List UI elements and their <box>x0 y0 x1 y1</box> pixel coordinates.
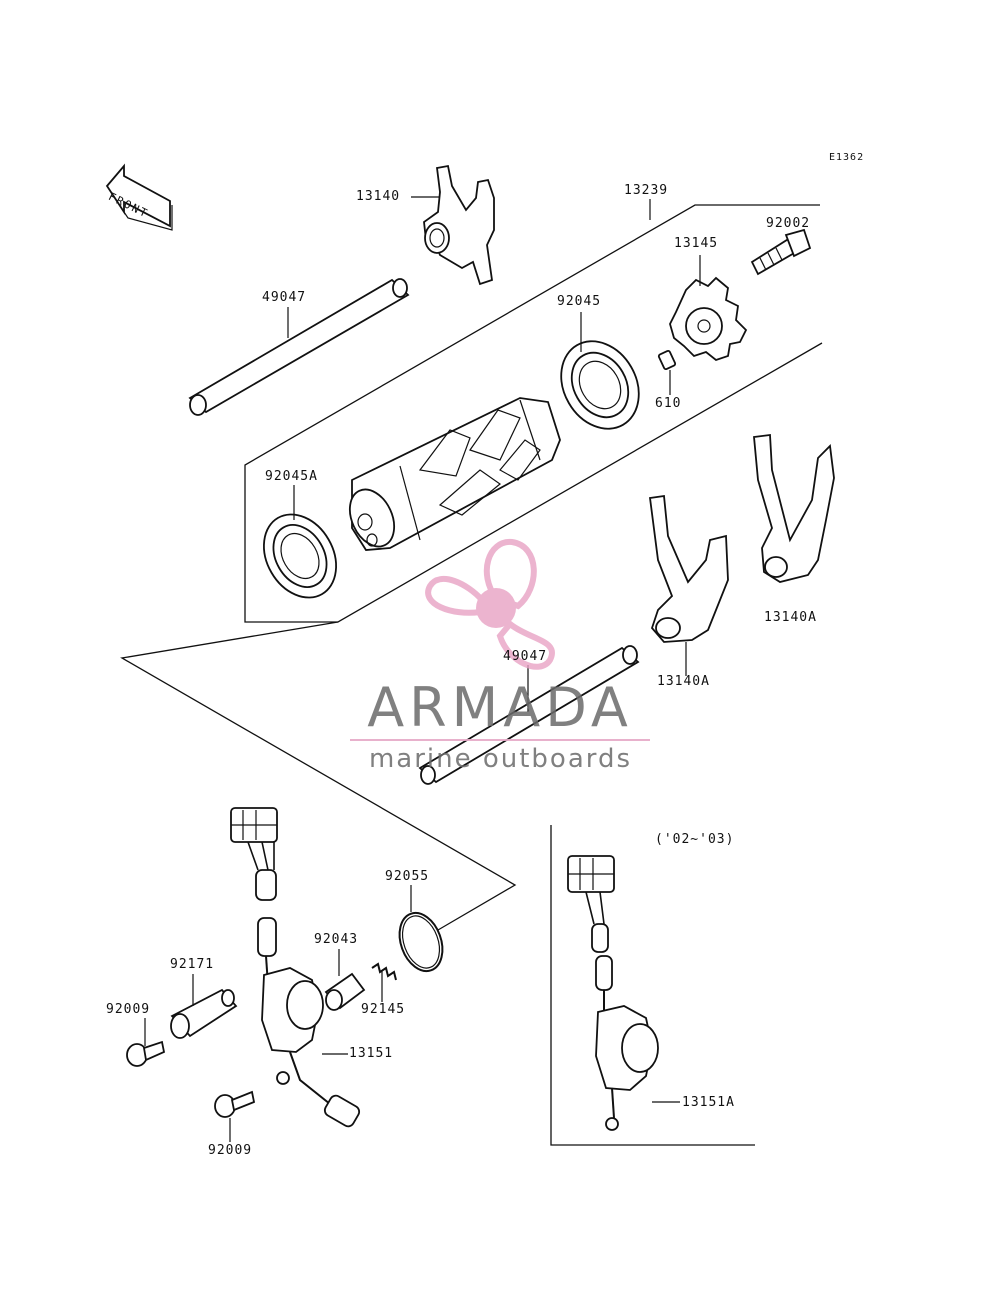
shift-fork-13140a-right <box>753 433 835 583</box>
spring-92145 <box>371 962 397 981</box>
sensor-13151a <box>567 855 659 1131</box>
callout-92009-left: 92009 <box>106 1002 151 1017</box>
leader-lines <box>144 196 701 1142</box>
shaft-49047-mid <box>418 645 640 785</box>
callout-13140a-right: 13140A <box>764 610 817 625</box>
shift-fork-13140a-mid <box>648 494 729 643</box>
plunger-92043 <box>324 972 366 1011</box>
callout-610: 610 <box>655 396 682 411</box>
callout-92002: 92002 <box>766 216 811 231</box>
callout-13140: 13140 <box>356 189 401 204</box>
callout-13151: 13151 <box>349 1046 394 1061</box>
bracket-92171 <box>170 988 238 1039</box>
bearing-92045a <box>263 513 337 599</box>
callout-92145: 92145 <box>361 1002 406 1017</box>
callout-49047-top: 49047 <box>262 290 307 305</box>
watermark-brand: ARMADA <box>367 676 633 739</box>
callout-92055: 92055 <box>385 869 430 884</box>
callout-13151a: 13151A <box>682 1095 735 1110</box>
bolt-92009-left <box>126 1040 166 1067</box>
callout-92009-bottom: 92009 <box>208 1143 253 1158</box>
front-arrow-icon <box>105 163 173 231</box>
bearing-92045 <box>560 340 640 430</box>
callout-92045: 92045 <box>557 294 602 309</box>
armada-logo-icon <box>425 539 555 670</box>
callout-92043: 92043 <box>314 932 359 947</box>
sensor-13151 <box>230 807 361 1128</box>
callout-92171: 92171 <box>170 957 215 972</box>
callout-13140a-mid: 13140A <box>657 674 710 689</box>
o-ring-92055 <box>398 911 444 973</box>
callout-13239: 13239 <box>624 183 669 198</box>
assembly-frame-lines <box>120 204 823 1146</box>
shaft-49047-top <box>188 278 410 416</box>
shift-fork-13140 <box>423 164 495 286</box>
pin-610 <box>657 349 677 371</box>
variant-note: ('02~'03) <box>655 832 735 847</box>
callout-13145: 13145 <box>674 236 719 251</box>
bolt-92002 <box>750 228 812 276</box>
watermark-rule <box>350 739 650 741</box>
gear-13145 <box>669 276 748 362</box>
callout-92045a: 92045A <box>265 469 318 484</box>
bolt-92009-bottom <box>214 1090 256 1118</box>
diagram-code: E1362 <box>829 152 865 163</box>
watermark-tagline: marine outboards <box>368 744 633 774</box>
callout-49047-mid: 49047 <box>503 649 548 664</box>
shift-drum <box>348 397 561 551</box>
